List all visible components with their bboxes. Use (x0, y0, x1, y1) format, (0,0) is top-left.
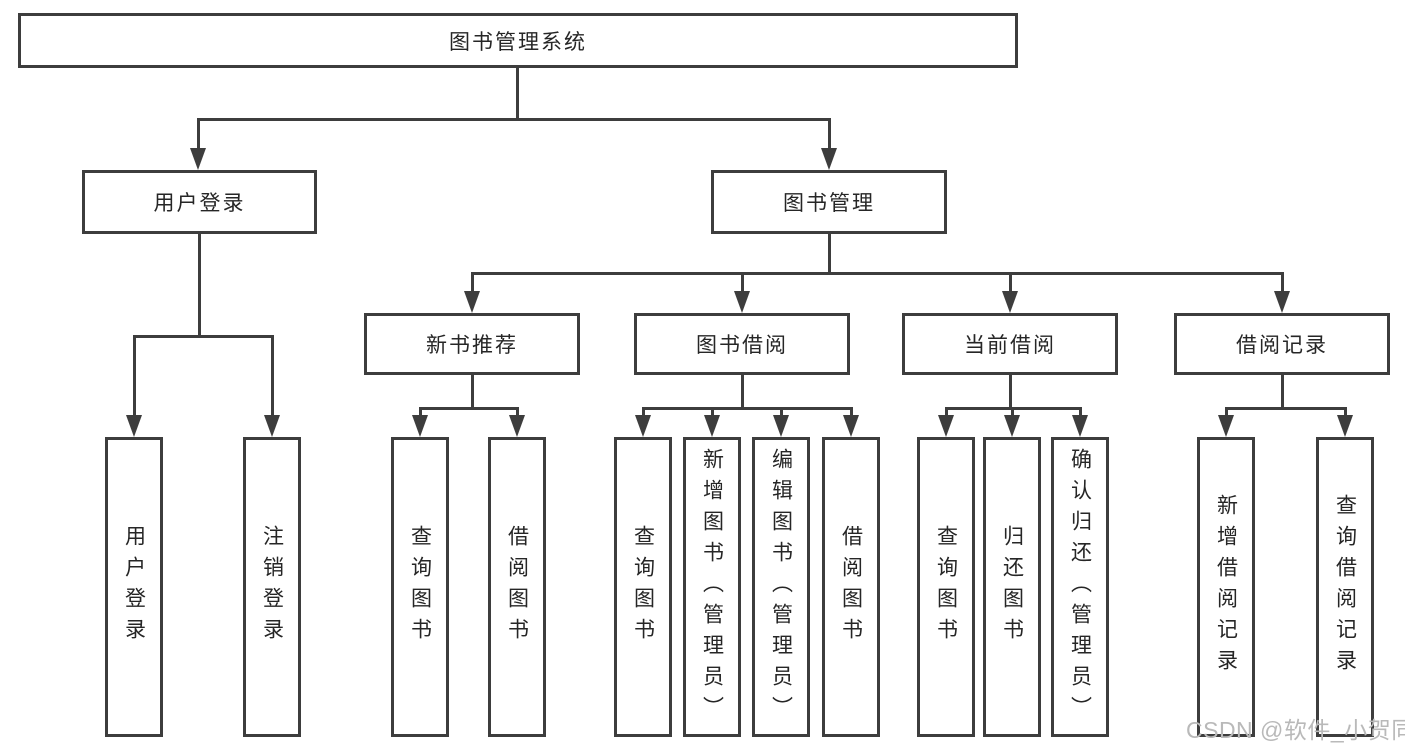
leaf-confirm-return-admin: 确认归还（管理员） (1051, 437, 1109, 737)
connector-line (850, 407, 853, 417)
connector-line (198, 234, 201, 337)
connector-line (1009, 272, 1012, 293)
connector-line (1011, 407, 1014, 417)
connector-line (197, 118, 830, 121)
node-user-login: 用户登录 (82, 170, 317, 234)
connector-line (419, 407, 422, 417)
arrow-down-icon (773, 415, 789, 437)
arrow-down-icon (1218, 415, 1234, 437)
leaf-logout: 注销登录 (243, 437, 301, 737)
leaf-borrow-books-recommend: 借阅图书 (488, 437, 546, 737)
node-book-borrowing: 图书借阅 (634, 313, 850, 375)
connector-line (741, 272, 744, 293)
arrow-down-icon (734, 291, 750, 313)
arrow-down-icon (264, 415, 280, 437)
connector-line (271, 335, 274, 417)
leaf-user-login: 用户登录 (105, 437, 163, 737)
connector-line (419, 407, 519, 410)
node-current-borrowing: 当前借阅 (902, 313, 1118, 375)
arrow-down-icon (821, 148, 837, 170)
arrow-down-icon (843, 415, 859, 437)
node-library-management-system: 图书管理系统 (18, 13, 1018, 68)
leaf-add-books-admin: 新增图书（管理员） (683, 437, 741, 737)
connector-line (197, 118, 200, 150)
connector-line (711, 407, 714, 417)
connector-line (471, 375, 474, 409)
connector-line (1009, 375, 1012, 409)
arrow-down-icon (704, 415, 720, 437)
connector-line (642, 407, 645, 417)
arrow-down-icon (1274, 291, 1290, 313)
connector-line (828, 234, 831, 275)
connector-line (1079, 407, 1082, 417)
arrow-down-icon (412, 415, 428, 437)
node-borrow-records: 借阅记录 (1174, 313, 1390, 375)
arrow-down-icon (464, 291, 480, 313)
arrow-down-icon (1337, 415, 1353, 437)
arrow-down-icon (126, 415, 142, 437)
arrow-down-icon (635, 415, 651, 437)
leaf-query-books-recommend: 查询图书 (391, 437, 449, 737)
connector-line (516, 407, 519, 417)
connector-line (828, 118, 831, 150)
connector-line (133, 335, 274, 338)
arrow-down-icon (1004, 415, 1020, 437)
leaf-return-books: 归还图书 (983, 437, 1041, 737)
arrow-down-icon (509, 415, 525, 437)
connector-line (1344, 407, 1347, 417)
leaf-edit-books-admin: 编辑图书（管理员） (752, 437, 810, 737)
leaf-add-borrow-record: 新增借阅记录 (1197, 437, 1255, 737)
connector-line (471, 272, 1284, 275)
leaf-query-borrow-record: 查询借阅记录 (1316, 437, 1374, 737)
connector-line (133, 335, 136, 417)
arrow-down-icon (938, 415, 954, 437)
node-book-management: 图书管理 (711, 170, 947, 234)
node-new-book-recommend: 新书推荐 (364, 313, 580, 375)
connector-line (1281, 375, 1284, 409)
connector-line (780, 407, 783, 417)
connector-line (945, 407, 948, 417)
leaf-borrow-books: 借阅图书 (822, 437, 880, 737)
arrow-down-icon (1002, 291, 1018, 313)
connector-line (1225, 407, 1347, 410)
arrow-down-icon (1072, 415, 1088, 437)
connector-line (516, 66, 519, 119)
csdn-watermark: CSDN @软件_小贺同学 (1186, 717, 1405, 743)
leaf-query-books-current: 查询图书 (917, 437, 975, 737)
connector-line (642, 407, 853, 410)
connector-line (471, 272, 474, 293)
connector-line (741, 375, 744, 409)
arrow-down-icon (190, 148, 206, 170)
connector-line (1225, 407, 1228, 417)
leaf-query-books-borrowing: 查询图书 (614, 437, 672, 737)
connector-line (1281, 272, 1284, 293)
